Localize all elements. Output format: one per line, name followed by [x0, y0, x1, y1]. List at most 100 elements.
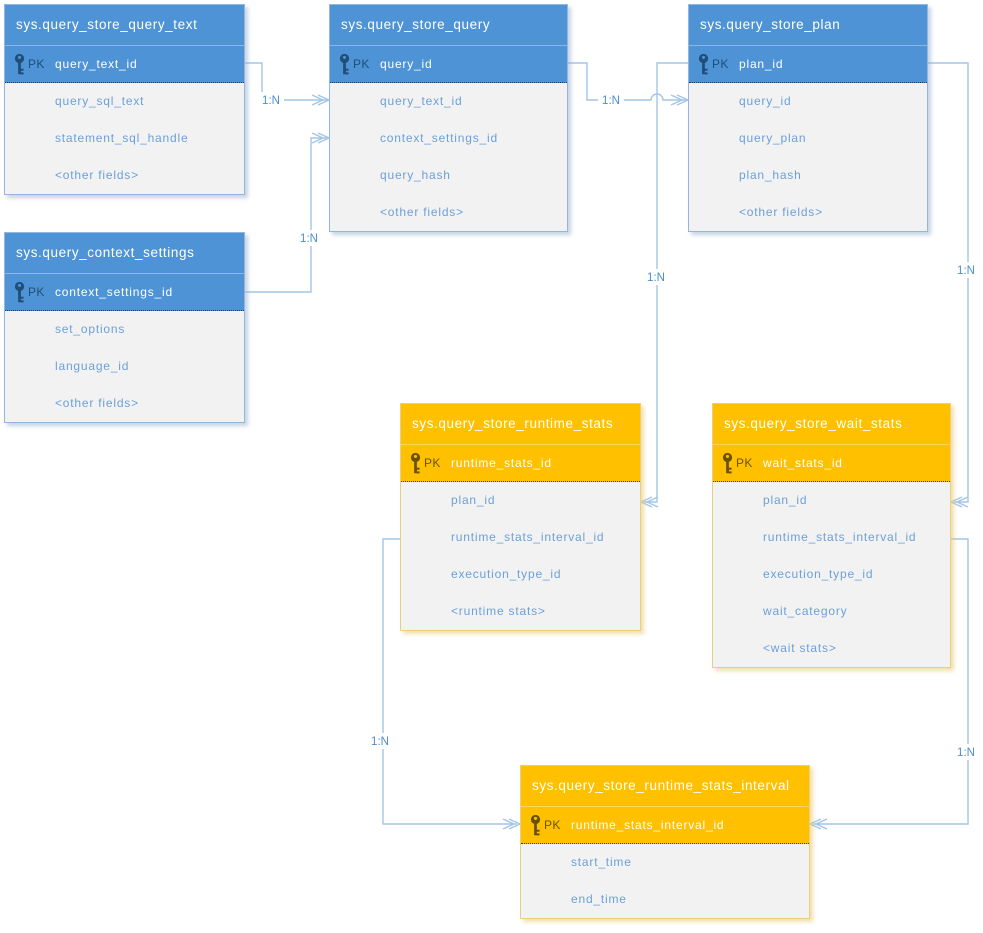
field-name: runtime_stats_interval_id [451, 530, 605, 544]
field-name: query_hash [380, 168, 451, 182]
relationship-line [382, 538, 517, 825]
relationship-label: 1:N [300, 233, 318, 245]
entity-wait_stats[interactable]: sys.query_store_wait_stats PK wait_stats… [712, 403, 951, 668]
field-name: plan_id [451, 493, 496, 507]
entity-interval[interactable]: sys.query_store_runtime_stats_interval P… [520, 765, 810, 919]
relationship-r3: 1:N [568, 62, 690, 108]
entity-runtime_stats[interactable]: sys.query_store_runtime_stats PK runtime… [400, 403, 641, 631]
field-name: statement_sql_handle [55, 131, 189, 145]
field-name: <runtime stats> [451, 604, 546, 618]
pk-badge: PK [736, 456, 753, 470]
pk-badge: PK [353, 57, 370, 71]
relationship-label-backing [598, 92, 624, 108]
relationship-label: 1:N [957, 747, 975, 759]
primary-key-icon [410, 452, 421, 474]
field-name: <other fields> [380, 205, 464, 219]
entity-title: sys.query_context_settings [5, 233, 244, 273]
primary-key-icon [14, 53, 25, 75]
pk-field-name: context_settings_id [55, 285, 173, 299]
pk-badge: PK [28, 285, 45, 299]
entity-title: sys.query_store_runtime_stats [401, 404, 640, 444]
relationship-line [928, 62, 969, 503]
field-name: set_options [55, 322, 126, 336]
many-arrowhead-icon [808, 818, 828, 830]
field-name: context_settings_id [380, 131, 498, 145]
field-name: <other fields> [55, 396, 139, 410]
pk-badge: PK [28, 57, 45, 71]
entity-title: sys.query_store_plan [689, 5, 927, 45]
entity-title: sys.query_store_query_text [5, 5, 244, 45]
entity-fields: plan_id runtime_stats_interval_id executio… [401, 482, 640, 630]
pk-badge: PK [544, 818, 561, 832]
primary-key-icon [14, 281, 25, 303]
field-name: language_id [55, 359, 130, 373]
entity-context_settings[interactable]: sys.query_context_settings PK context_se… [4, 232, 245, 423]
pk-row: PK plan_id [689, 45, 927, 83]
relationship-line [245, 137, 327, 293]
relationship-r4: 1:N [639, 62, 688, 508]
entity-title: sys.query_store_wait_stats [713, 404, 950, 444]
relationship-label: 1:N [647, 272, 665, 284]
pk-field-name: runtime_stats_interval_id [571, 818, 725, 832]
relationship-label-backing [953, 744, 979, 760]
pk-field-name: plan_id [739, 57, 784, 71]
entity-fields: query_id query_plan plan_hash <other fields… [689, 83, 927, 231]
pk-field-name: runtime_stats_id [451, 456, 552, 470]
relationship-line [568, 62, 686, 101]
pk-badge: PK [424, 456, 441, 470]
field-name: <other fields> [739, 205, 823, 219]
entity-query_text[interactable]: sys.query_store_query_text PK query_text… [4, 4, 245, 195]
pk-row: PK context_settings_id [5, 273, 244, 311]
many-arrowhead-icon [639, 496, 659, 508]
primary-key-icon [530, 814, 541, 836]
relationship-r5: 1:N [928, 62, 979, 508]
entity-title: sys.query_store_query [330, 5, 567, 45]
pk-row: PK runtime_stats_id [401, 444, 640, 482]
primary-key-icon [698, 53, 709, 75]
entity-fields: query_text_id context_settings_id query_ha… [330, 83, 567, 231]
relationship-label-backing [258, 92, 284, 108]
relationship-label-backing [296, 230, 322, 246]
entity-fields: query_sql_text statement_sql_handle <other… [5, 83, 244, 194]
pk-field-name: wait_stats_id [763, 456, 843, 470]
field-name: <other fields> [55, 168, 139, 182]
field-name: runtime_stats_interval_id [763, 530, 917, 544]
pk-field-name: query_id [380, 57, 433, 71]
field-name: execution_type_id [763, 567, 874, 581]
pk-field-name: query_text_id [55, 57, 138, 71]
relationship-r2: 1:N [245, 132, 331, 293]
field-name: query_plan [739, 131, 807, 145]
relationship-label: 1:N [957, 265, 975, 277]
pk-row: PK runtime_stats_interval_id [521, 806, 809, 844]
relationship-r6: 1:N [367, 538, 522, 830]
field-name: plan_hash [739, 168, 802, 182]
field-name: query_id [739, 94, 792, 108]
relationship-label-backing [643, 269, 669, 285]
field-name: end_time [571, 892, 627, 906]
field-name: query_sql_text [55, 94, 145, 108]
pk-row: PK query_text_id [5, 45, 244, 83]
many-arrowhead-icon [949, 496, 969, 508]
relationship-label-backing [953, 262, 979, 278]
relationship-r7: 1:N [808, 538, 979, 830]
pk-badge: PK [712, 57, 729, 71]
field-name: <wait stats> [763, 641, 837, 655]
relationship-line [245, 62, 327, 101]
relationship-r1: 1:N [245, 62, 331, 108]
relationship-line [813, 538, 969, 825]
field-name: query_text_id [380, 94, 463, 108]
relationship-label-backing [367, 733, 393, 749]
entity-fields: set_options language_id <other fields> [5, 311, 244, 422]
pk-row: PK wait_stats_id [713, 444, 950, 482]
primary-key-icon [722, 452, 733, 474]
pk-row: PK query_id [330, 45, 567, 83]
field-name: start_time [571, 855, 632, 869]
entity-title: sys.query_store_runtime_stats_interval [521, 766, 809, 806]
primary-key-icon [339, 53, 350, 75]
field-name: wait_category [763, 604, 848, 618]
entity-fields: start_time end_time [521, 844, 809, 918]
field-name: execution_type_id [451, 567, 562, 581]
